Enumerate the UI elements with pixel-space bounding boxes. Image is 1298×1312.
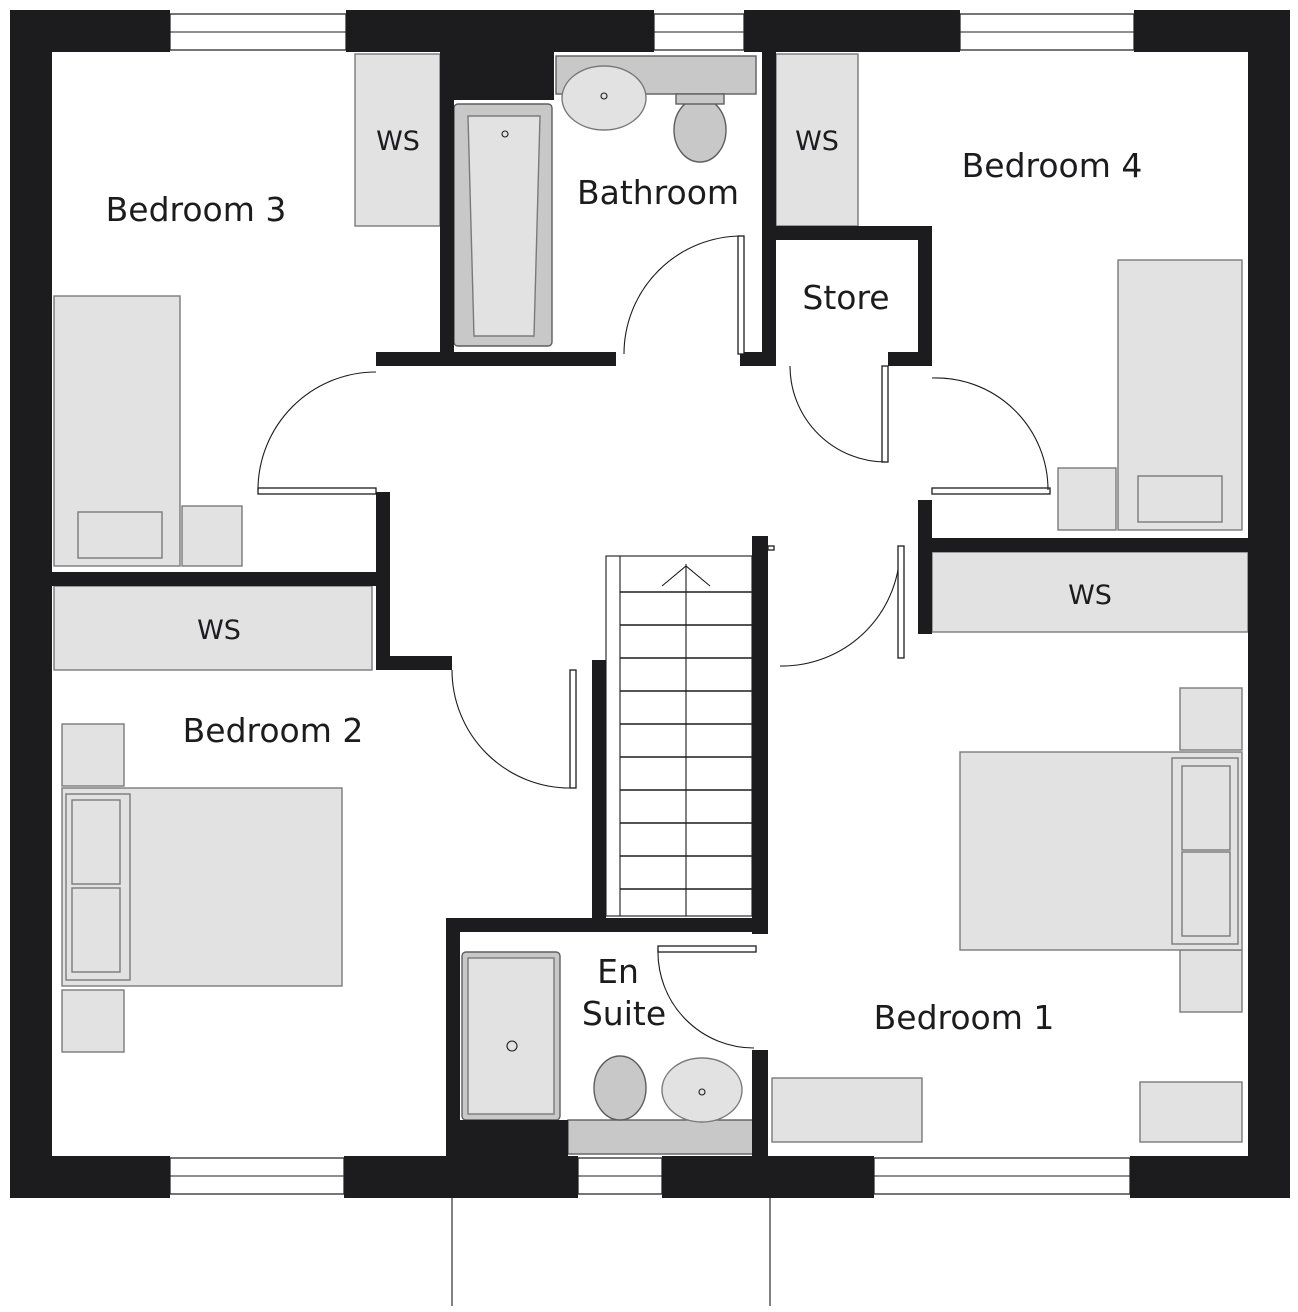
bathroom-basin xyxy=(561,65,647,131)
bathroom-toilet xyxy=(673,97,727,163)
window-bedroom-1 xyxy=(873,1157,1131,1195)
staircase xyxy=(605,555,753,917)
shower-tray-inner xyxy=(467,957,555,1115)
label-wardrobe-bedroom-4: WS xyxy=(795,126,839,157)
bedroom-2-wardrobe xyxy=(53,585,373,671)
en-suite-basin xyxy=(661,1057,743,1123)
shower-drain xyxy=(506,1040,518,1052)
bedroom-2-pillow-2 xyxy=(71,887,121,973)
window-bathroom xyxy=(653,13,745,51)
label-wardrobe-bedroom-3: WS xyxy=(376,126,420,157)
bedroom-2-furniture xyxy=(53,585,373,1053)
window-en-suite xyxy=(577,1157,663,1195)
bedroom-2-pillow-1 xyxy=(71,799,121,885)
label-bathroom: Bathroom xyxy=(577,173,739,212)
window-bedroom-2 xyxy=(169,1157,345,1195)
en-suite-basin-drain xyxy=(698,1088,706,1096)
label-bedroom-3: Bedroom 3 xyxy=(106,190,287,229)
bedroom-1-bedside-table-top xyxy=(1179,687,1243,751)
bedroom-1-chest xyxy=(1139,1081,1243,1143)
bedroom-1-pillow-2 xyxy=(1181,851,1231,937)
bathroom-toilet-cistern xyxy=(675,93,725,105)
en-suite-fittings xyxy=(461,951,755,1155)
bedroom-3-furniture xyxy=(53,53,441,567)
label-wardrobe-bedroom-1: WS xyxy=(1068,580,1112,611)
bedroom-3-bedside-table xyxy=(181,505,243,567)
bedroom-3-pillow xyxy=(77,511,163,559)
bedroom-1-bedside-table-bottom xyxy=(1179,949,1243,1013)
door-bedroom-4[interactable] xyxy=(931,377,1051,495)
bedroom-1-wardrobe xyxy=(931,551,1249,633)
label-bedroom-1: Bedroom 1 xyxy=(874,998,1055,1037)
stair-well xyxy=(605,555,753,917)
label-wardrobe-bedroom-2: WS xyxy=(197,615,241,646)
window-bedroom-4 xyxy=(959,13,1135,51)
label-store: Store xyxy=(802,278,889,317)
window-bedroom-3 xyxy=(169,13,347,51)
bedroom-2-bedside-table-bottom xyxy=(61,989,125,1053)
bedroom-3-wardrobe xyxy=(354,53,441,227)
door-bedroom-3[interactable] xyxy=(257,371,377,495)
walls xyxy=(10,10,1290,1198)
door-en-suite[interactable] xyxy=(657,945,757,1049)
bedroom-2-bedside-table-top xyxy=(61,723,125,787)
label-bedroom-2: Bedroom 2 xyxy=(183,711,364,750)
bedroom-4-pillow xyxy=(1137,475,1223,523)
bedroom-4-furniture xyxy=(775,53,1243,531)
door-bathroom[interactable] xyxy=(623,235,745,355)
bedroom-1-dresser xyxy=(771,1077,923,1143)
label-bedroom-4: Bedroom 4 xyxy=(962,146,1143,185)
label-en-suite-line-2: Suite xyxy=(582,994,666,1033)
bathtub-drain xyxy=(501,130,509,138)
bedroom-1-pillow-1 xyxy=(1181,765,1231,851)
bedroom-4-bedside-table xyxy=(1057,467,1117,531)
door-bedroom-2[interactable] xyxy=(451,669,577,789)
windows xyxy=(169,13,1135,1195)
en-suite-vanity-top xyxy=(567,1119,755,1155)
door-store[interactable] xyxy=(789,365,889,463)
en-suite-toilet xyxy=(593,1055,647,1121)
labels: Bedroom 3 Bathroom Bedroom 4 Store Bedro… xyxy=(106,126,1143,1037)
bedroom-1-furniture xyxy=(771,551,1249,1143)
door-bedroom-1[interactable] xyxy=(767,545,905,667)
bathroom-fittings xyxy=(453,55,757,347)
front-projection xyxy=(451,1198,771,1306)
bathroom-basin-drain xyxy=(600,92,608,100)
label-en-suite-line-1: En xyxy=(597,952,639,991)
bathtub-basin xyxy=(467,115,541,337)
